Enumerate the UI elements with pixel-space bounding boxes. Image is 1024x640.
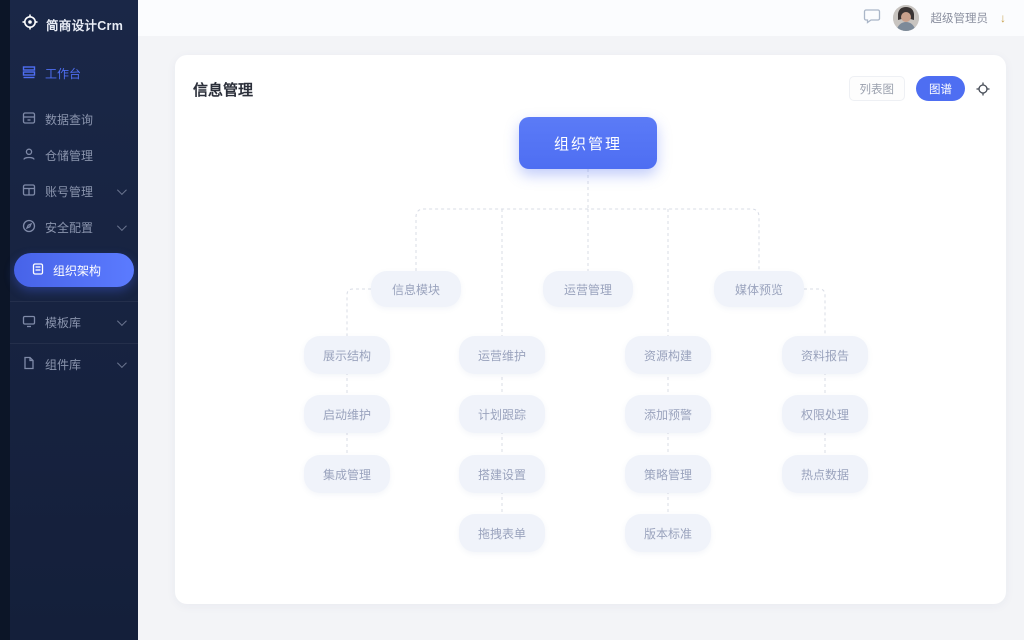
org-chart: 组织管理 信息模块 运营管理 媒体预览 展示结构 启动维护 集成管理 运营维护 … (175, 55, 1006, 604)
org-node-leaf[interactable]: 集成管理 (304, 455, 390, 493)
user-icon (22, 147, 36, 164)
list-view-button[interactable]: 列表图 (848, 76, 905, 101)
sidebar-item-label: 仓储管理 (45, 148, 94, 163)
sidebar-rail (0, 0, 10, 640)
user-name[interactable]: 超级管理员 (930, 13, 989, 25)
file-icon (22, 356, 36, 373)
org-node-leaf[interactable]: 资料报告 (782, 336, 868, 374)
org-node-root[interactable]: 组织管理 (519, 117, 657, 169)
sidebar-item-data-query[interactable]: 数据查询 (10, 101, 138, 137)
chat-icon[interactable] (863, 7, 881, 30)
dropdown-arrow-icon[interactable]: ↓ (1000, 11, 1006, 25)
page-title: 信息管理 (193, 82, 254, 99)
sidebar-item-label: 组织架构 (53, 263, 102, 278)
sidebar-item-components[interactable]: 组件库 (10, 343, 138, 385)
org-node-leaf[interactable]: 权限处理 (782, 395, 868, 433)
org-node-leaf[interactable]: 启动维护 (304, 395, 390, 433)
monitor-icon (22, 314, 36, 331)
sidebar-item-security[interactable]: 安全配置 (10, 209, 138, 245)
fit-view-icon[interactable] (976, 82, 990, 96)
org-node-leaf[interactable]: 资源构建 (625, 336, 711, 374)
chevron-down-icon (116, 220, 127, 231)
compass-icon (22, 219, 36, 236)
sidebar-item-label: 工作台 (45, 66, 82, 81)
sidebar-item-label: 组件库 (45, 358, 82, 372)
view-toolbar: 列表图 图谱 (848, 76, 991, 101)
logo-text: 简商设计Crm (46, 19, 124, 33)
sidebar-menu: 工作台 数据查询 仓储管理 账号管理 安全配置 组织架构 模板库 (10, 55, 138, 385)
org-node-leaf[interactable]: 添加预警 (625, 395, 711, 433)
doc-icon (32, 262, 44, 278)
sidebar-item-label: 模板库 (45, 316, 82, 330)
org-node-level2[interactable]: 信息模块 (371, 271, 461, 307)
org-node-leaf[interactable]: 拖拽表单 (459, 514, 545, 552)
topbar: 超级管理员 ↓ (138, 0, 1024, 36)
sidebar-item-org-structure[interactable]: 组织架构 (14, 253, 134, 287)
sidebar: 简商设计Crm 工作台 数据查询 仓储管理 账号管理 安全配置 组织架构 (10, 0, 138, 640)
org-node-leaf[interactable]: 热点数据 (782, 455, 868, 493)
chevron-down-icon (116, 358, 127, 369)
logo: 简商设计Crm (10, 0, 138, 45)
org-node-level2[interactable]: 媒体预览 (714, 271, 804, 307)
sidebar-item-account[interactable]: 账号管理 (10, 173, 138, 209)
org-node-leaf[interactable]: 策略管理 (625, 455, 711, 493)
archive-icon (22, 111, 36, 128)
sidebar-item-label: 数据查询 (45, 112, 94, 127)
sidebar-item-workbench[interactable]: 工作台 (10, 55, 138, 91)
chevron-down-icon (116, 316, 127, 327)
sidebar-item-warehouse[interactable]: 仓储管理 (10, 137, 138, 173)
org-node-leaf[interactable]: 搭建设置 (459, 455, 545, 493)
org-node-leaf[interactable]: 计划跟踪 (459, 395, 545, 433)
logo-gear-icon (22, 14, 38, 35)
chevron-down-icon (116, 184, 127, 195)
sidebar-item-templates[interactable]: 模板库 (10, 301, 138, 343)
list-icon (22, 65, 36, 82)
sidebar-item-label: 安全配置 (45, 220, 94, 235)
org-node-leaf[interactable]: 展示结构 (304, 336, 390, 374)
org-node-leaf[interactable]: 运营维护 (459, 336, 545, 374)
info-card: 信息管理 列表图 图谱 (175, 55, 1006, 604)
org-node-level2[interactable]: 运营管理 (543, 271, 633, 307)
avatar[interactable] (892, 5, 919, 31)
cards-icon (22, 183, 36, 200)
graph-view-button[interactable]: 图谱 (916, 76, 965, 101)
sidebar-item-label: 账号管理 (45, 184, 94, 199)
main-content: 信息管理 列表图 图谱 (138, 36, 1024, 640)
org-node-leaf[interactable]: 版本标准 (625, 514, 711, 552)
